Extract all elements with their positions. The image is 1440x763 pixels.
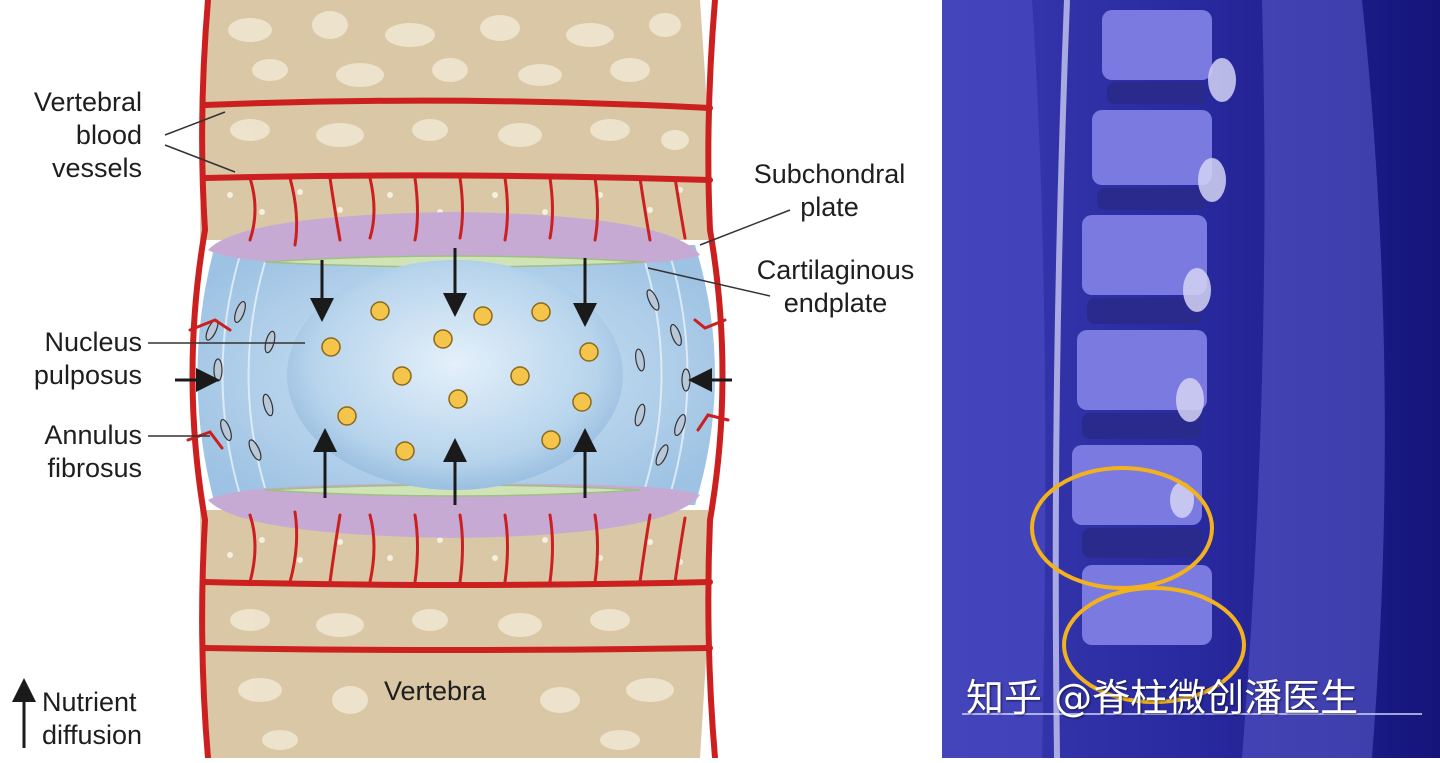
bone-pores-upper — [228, 11, 689, 150]
disc-illustration — [12, 0, 791, 761]
label-annulus-fibrosus: Annulus fibrosus — [44, 420, 142, 483]
bone-pores-lower — [230, 609, 674, 750]
mri-sagittal-image: 知乎 @脊柱微创潘医生 — [942, 0, 1440, 758]
mri-posterior-tissue — [1242, 0, 1385, 758]
upper-vertebra — [200, 0, 708, 240]
nucleus-cells — [321, 301, 599, 461]
mri-vertebral-bodies — [1072, 10, 1212, 645]
mri-discs — [1082, 82, 1207, 558]
label-subchondral-plate: Subchondral plate — [753, 159, 906, 222]
cartilaginous-endplate-lower — [264, 484, 641, 497]
subchondral-plate-lower — [208, 483, 700, 538]
nutrient-diffusion-arrows — [175, 248, 732, 505]
watermark: 知乎 @脊柱微创潘医生 — [966, 676, 1359, 720]
leader-lines — [148, 111, 791, 437]
mri-highlight-circles — [1030, 466, 1246, 704]
mri-anterior-line — [1052, 0, 1070, 758]
mri-illustration — [942, 0, 1440, 758]
label-vertebra: Vertebra — [384, 676, 487, 706]
highlight-circle-lower — [1062, 586, 1246, 704]
label-nutrient-diffusion: Nutrient diffusion — [42, 687, 143, 750]
label-vertebral-blood-vessels: Vertebral blood vessels — [33, 87, 142, 183]
disc-anatomy-diagram: Vertebral blood vessels Subchondral plat… — [12, 0, 915, 761]
cancellous-dots — [227, 187, 683, 565]
lower-vertebra — [200, 510, 708, 758]
mri-posterior-elements — [1170, 58, 1236, 518]
mri-soft-tissue-left — [942, 0, 1046, 758]
subchondral-plate-upper — [208, 212, 700, 267]
label-cartilaginous-endplate: Cartilaginous endplate — [756, 255, 915, 318]
vertebral-blood-vessels — [186, 0, 730, 761]
label-nucleus-pulposus: Nucleus pulposus — [33, 327, 142, 390]
highlight-circle-upper — [1030, 466, 1214, 590]
